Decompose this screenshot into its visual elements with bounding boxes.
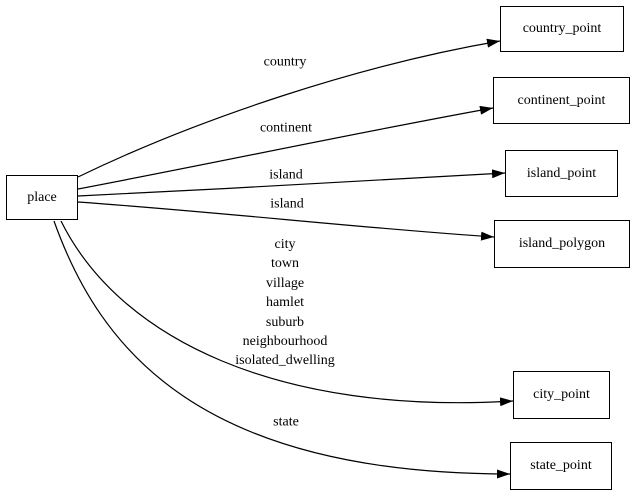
edge-label-suburb: suburb: [265, 314, 305, 330]
edge-place-island_point: [77, 169, 506, 197]
edge-place-state_point: [53, 220, 511, 479]
node-place: place: [6, 175, 78, 220]
node-state-point: state_point: [510, 442, 612, 490]
edge-label-hamlet: hamlet: [265, 295, 305, 311]
node-island-polygon: island_polygon: [494, 220, 630, 268]
edge-place-city_point: [60, 220, 514, 407]
edge-label-state: state: [273, 414, 299, 430]
edge-label-town: town: [270, 256, 299, 272]
node-city-point: city_point: [513, 371, 610, 419]
edge-label-city-group: city town village hamlet suburb neighbou…: [235, 235, 335, 371]
edge-label-neighbourhood: neighbourhood: [242, 334, 328, 350]
edge-label-village: village: [265, 275, 305, 291]
edge-label-island-point: island: [269, 167, 303, 183]
node-island-point: island_point: [505, 150, 618, 197]
edge-place-continent_point: [77, 105, 494, 190]
edge-label-continent: continent: [259, 120, 313, 136]
edge-place-country_point: [77, 38, 501, 178]
edge-label-island-polygon: island: [270, 196, 304, 212]
node-country-point: country_point: [500, 6, 624, 52]
edge-label-country: country: [263, 54, 307, 70]
edge-label-city: city: [274, 237, 296, 253]
node-continent-point: continent_point: [493, 77, 630, 124]
edge-place-island_polygon: [77, 201, 495, 241]
edge-label-isolated-dwelling: isolated_dwelling: [235, 353, 335, 369]
